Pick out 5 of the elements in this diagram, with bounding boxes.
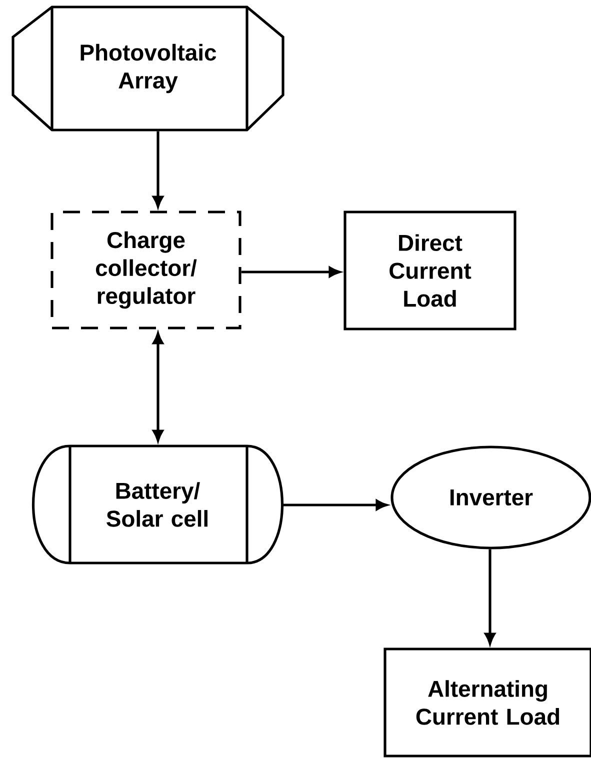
process-box: Charge collector/ regulator bbox=[50, 210, 242, 330]
process-box: Direct Current Load bbox=[344, 210, 516, 330]
process-box: Alternating Current Load bbox=[384, 648, 591, 758]
arrow bbox=[152, 131, 164, 208]
arrow bbox=[241, 266, 340, 278]
